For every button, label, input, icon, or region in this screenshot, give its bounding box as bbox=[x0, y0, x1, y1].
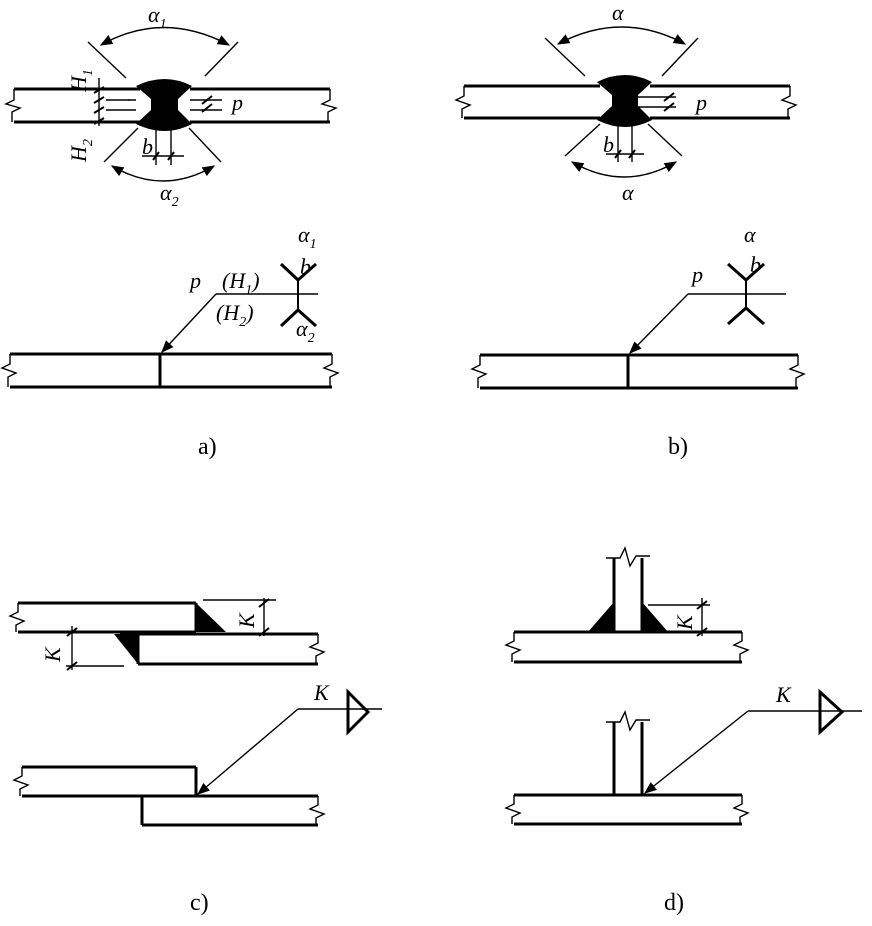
fillet-weld-left bbox=[588, 602, 614, 632]
sym-label-alpha: α bbox=[744, 222, 756, 247]
label-b: b bbox=[603, 132, 614, 157]
caption-d: d) bbox=[664, 890, 684, 916]
fillet-weld-symbol bbox=[818, 688, 845, 736]
break-line-right bbox=[320, 89, 338, 122]
label-alpha-bottom: α bbox=[622, 180, 634, 205]
sym-label-alpha1: α1 bbox=[298, 222, 317, 252]
panel-b-section-view: α α p b bbox=[454, 0, 798, 205]
panel-a-symbol-view: α1 b α2 p (H1) (H2) bbox=[0, 222, 340, 389]
panel-d-section-view: K bbox=[504, 546, 750, 664]
label-alpha-top: α bbox=[612, 0, 624, 25]
sym-label-K: K bbox=[313, 680, 330, 705]
fillet-weld-symbol bbox=[346, 688, 371, 736]
double-v-weld-bead bbox=[597, 75, 652, 127]
caption-c: c) bbox=[190, 890, 209, 916]
label-K: K bbox=[672, 614, 697, 631]
weld-symbol-v-bottom bbox=[279, 308, 300, 328]
label-alpha2: α2 bbox=[160, 180, 179, 210]
arrow-line bbox=[161, 293, 217, 353]
panel-b-symbol-view: α b p bbox=[470, 222, 806, 390]
panel-a: α1 α2 H1 H2 p b α1 b α2 p (H1) (H bbox=[0, 2, 340, 460]
panel-a-section-view: α1 α2 H1 H2 p b bbox=[4, 2, 338, 210]
sym-label-b: b bbox=[300, 254, 311, 279]
panel-c-section-view: K K bbox=[8, 598, 326, 671]
fillet-weld-top bbox=[196, 603, 226, 632]
label-K-left: K bbox=[40, 646, 65, 663]
arrow-line bbox=[644, 710, 749, 794]
label-K-right: K bbox=[234, 612, 259, 629]
sym-label-p: p bbox=[690, 262, 703, 287]
weld-symbol-v-bottom bbox=[727, 306, 747, 326]
label-H1: H1 bbox=[66, 69, 96, 93]
panel-b: α α p b α b p b) bbox=[454, 0, 806, 460]
fillet-weld-bottom bbox=[114, 634, 138, 664]
sym-label-K: K bbox=[775, 682, 792, 707]
arrow-line bbox=[629, 293, 689, 354]
angle-alpha2-arc bbox=[110, 165, 216, 182]
panel-c-symbol-view: K bbox=[12, 680, 382, 827]
sym-label-H1: (H1) bbox=[222, 268, 260, 298]
weld-symbol-v-top bbox=[727, 262, 747, 282]
angle-alpha1-arc bbox=[99, 26, 231, 46]
label-alpha1: α1 bbox=[148, 2, 167, 32]
panel-d-symbol-view: K bbox=[504, 682, 862, 826]
caption-b: b) bbox=[668, 434, 688, 460]
label-p: p bbox=[694, 90, 707, 115]
fillet-weld-right bbox=[642, 602, 668, 632]
label-H2: H2 bbox=[66, 139, 96, 163]
panel-d: K K d) bbox=[504, 546, 862, 916]
arrow-line bbox=[197, 708, 299, 795]
weld-symbol-v-top bbox=[279, 262, 300, 282]
sym-label-p: p bbox=[188, 268, 201, 293]
angle-alpha-bottom-arc bbox=[570, 161, 678, 178]
break-line-left bbox=[4, 89, 22, 122]
sym-label-b: b bbox=[750, 252, 761, 277]
label-b: b bbox=[142, 134, 153, 159]
label-p: p bbox=[230, 90, 243, 115]
sym-label-alpha2: α2 bbox=[296, 316, 315, 346]
angle-alpha-top-arc bbox=[556, 26, 687, 45]
caption-a: a) bbox=[198, 434, 217, 460]
sym-label-H2: (H2) bbox=[216, 300, 254, 330]
double-v-weld-bead bbox=[136, 79, 192, 131]
panel-c: K K K c) bbox=[8, 598, 382, 916]
